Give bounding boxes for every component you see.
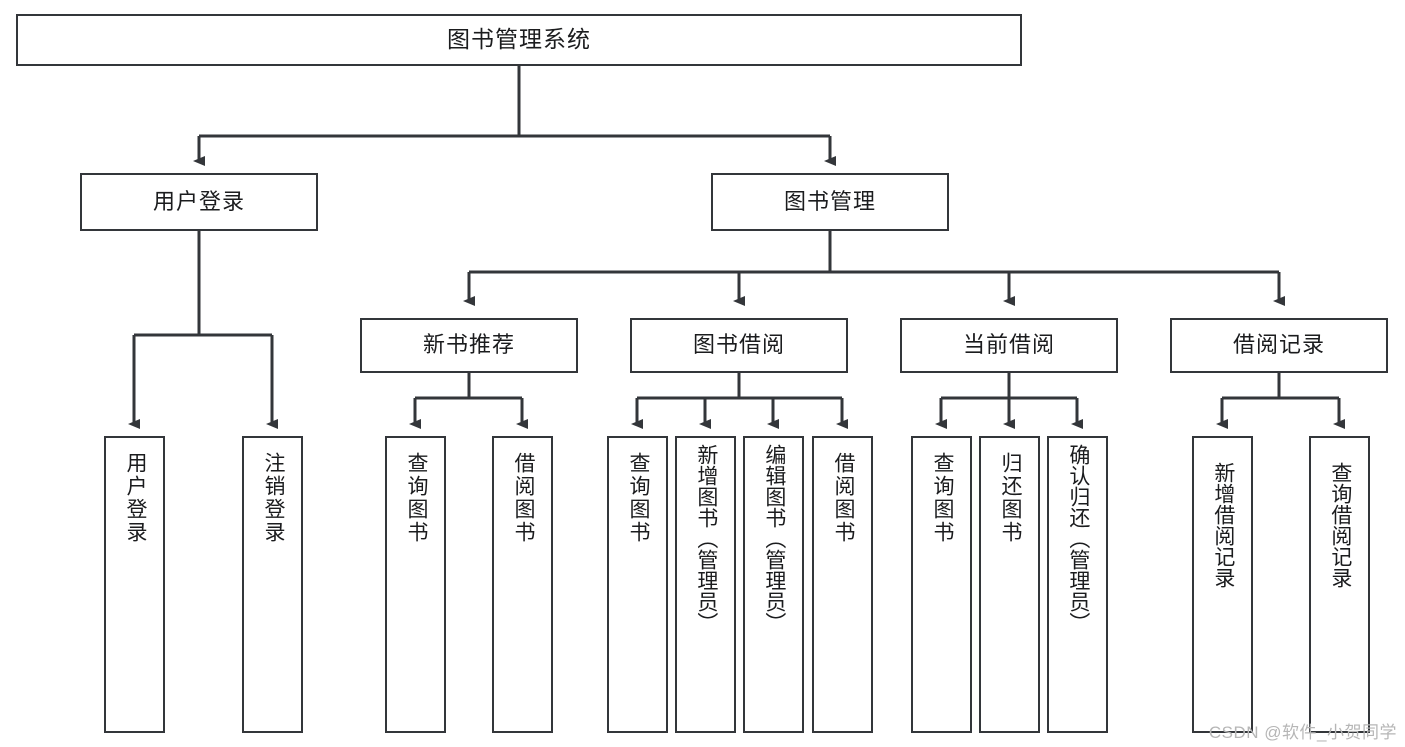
node-book-borrow[interactable]: 图书借阅 [630, 318, 848, 373]
leaf-borrow-query-book[interactable]: 查询图书 [607, 436, 668, 733]
node-current-borrow[interactable]: 当前借阅 [900, 318, 1118, 373]
leaf-label: 借阅图书 [511, 452, 535, 544]
leaf-label: 归还图书 [998, 452, 1022, 544]
node-borrow-record[interactable]: 借阅记录 [1170, 318, 1388, 373]
leaf-new-book-borrow[interactable]: 借阅图书 [492, 436, 553, 733]
leaf-label: 新增图书（管理员） [694, 444, 718, 633]
leaf-label: 编辑图书（管理员） [762, 444, 786, 633]
csdn-watermark: CSDN @软件_小贺同学 [1208, 723, 1397, 742]
leaf-label: 确认归还（管理员） [1066, 444, 1090, 633]
node-book-management[interactable]: 图书管理 [711, 173, 949, 231]
leaf-borrow-borrow-book[interactable]: 借阅图书 [812, 436, 873, 733]
leaf-label: 查询图书 [626, 452, 650, 544]
node-root-system[interactable]: 图书管理系统 [16, 14, 1022, 66]
leaf-label: 借阅图书 [831, 452, 855, 544]
leaf-borrow-add-book[interactable]: 新增图书（管理员） [675, 436, 736, 733]
leaf-label: 查询图书 [404, 452, 428, 544]
leaf-label: 注销登录 [261, 452, 285, 544]
leaf-current-query-book[interactable]: 查询图书 [911, 436, 972, 733]
leaf-label: 查询图书 [930, 452, 954, 544]
leaf-label: 新增借阅记录 [1211, 462, 1235, 588]
leaf-label: 用户登录 [123, 452, 147, 544]
leaf-user-login-login[interactable]: 用户登录 [104, 436, 165, 733]
leaf-user-login-logout[interactable]: 注销登录 [242, 436, 303, 733]
leaf-record-add[interactable]: 新增借阅记录 [1192, 436, 1253, 733]
node-user-login[interactable]: 用户登录 [80, 173, 318, 231]
leaf-new-book-query[interactable]: 查询图书 [385, 436, 446, 733]
leaf-borrow-edit-book[interactable]: 编辑图书（管理员） [743, 436, 804, 733]
leaf-label: 查询借阅记录 [1328, 462, 1352, 588]
node-new-book-recommend[interactable]: 新书推荐 [360, 318, 578, 373]
leaf-current-confirm-return[interactable]: 确认归还（管理员） [1047, 436, 1108, 733]
leaf-current-return-book[interactable]: 归还图书 [979, 436, 1040, 733]
leaf-record-query[interactable]: 查询借阅记录 [1309, 436, 1370, 733]
